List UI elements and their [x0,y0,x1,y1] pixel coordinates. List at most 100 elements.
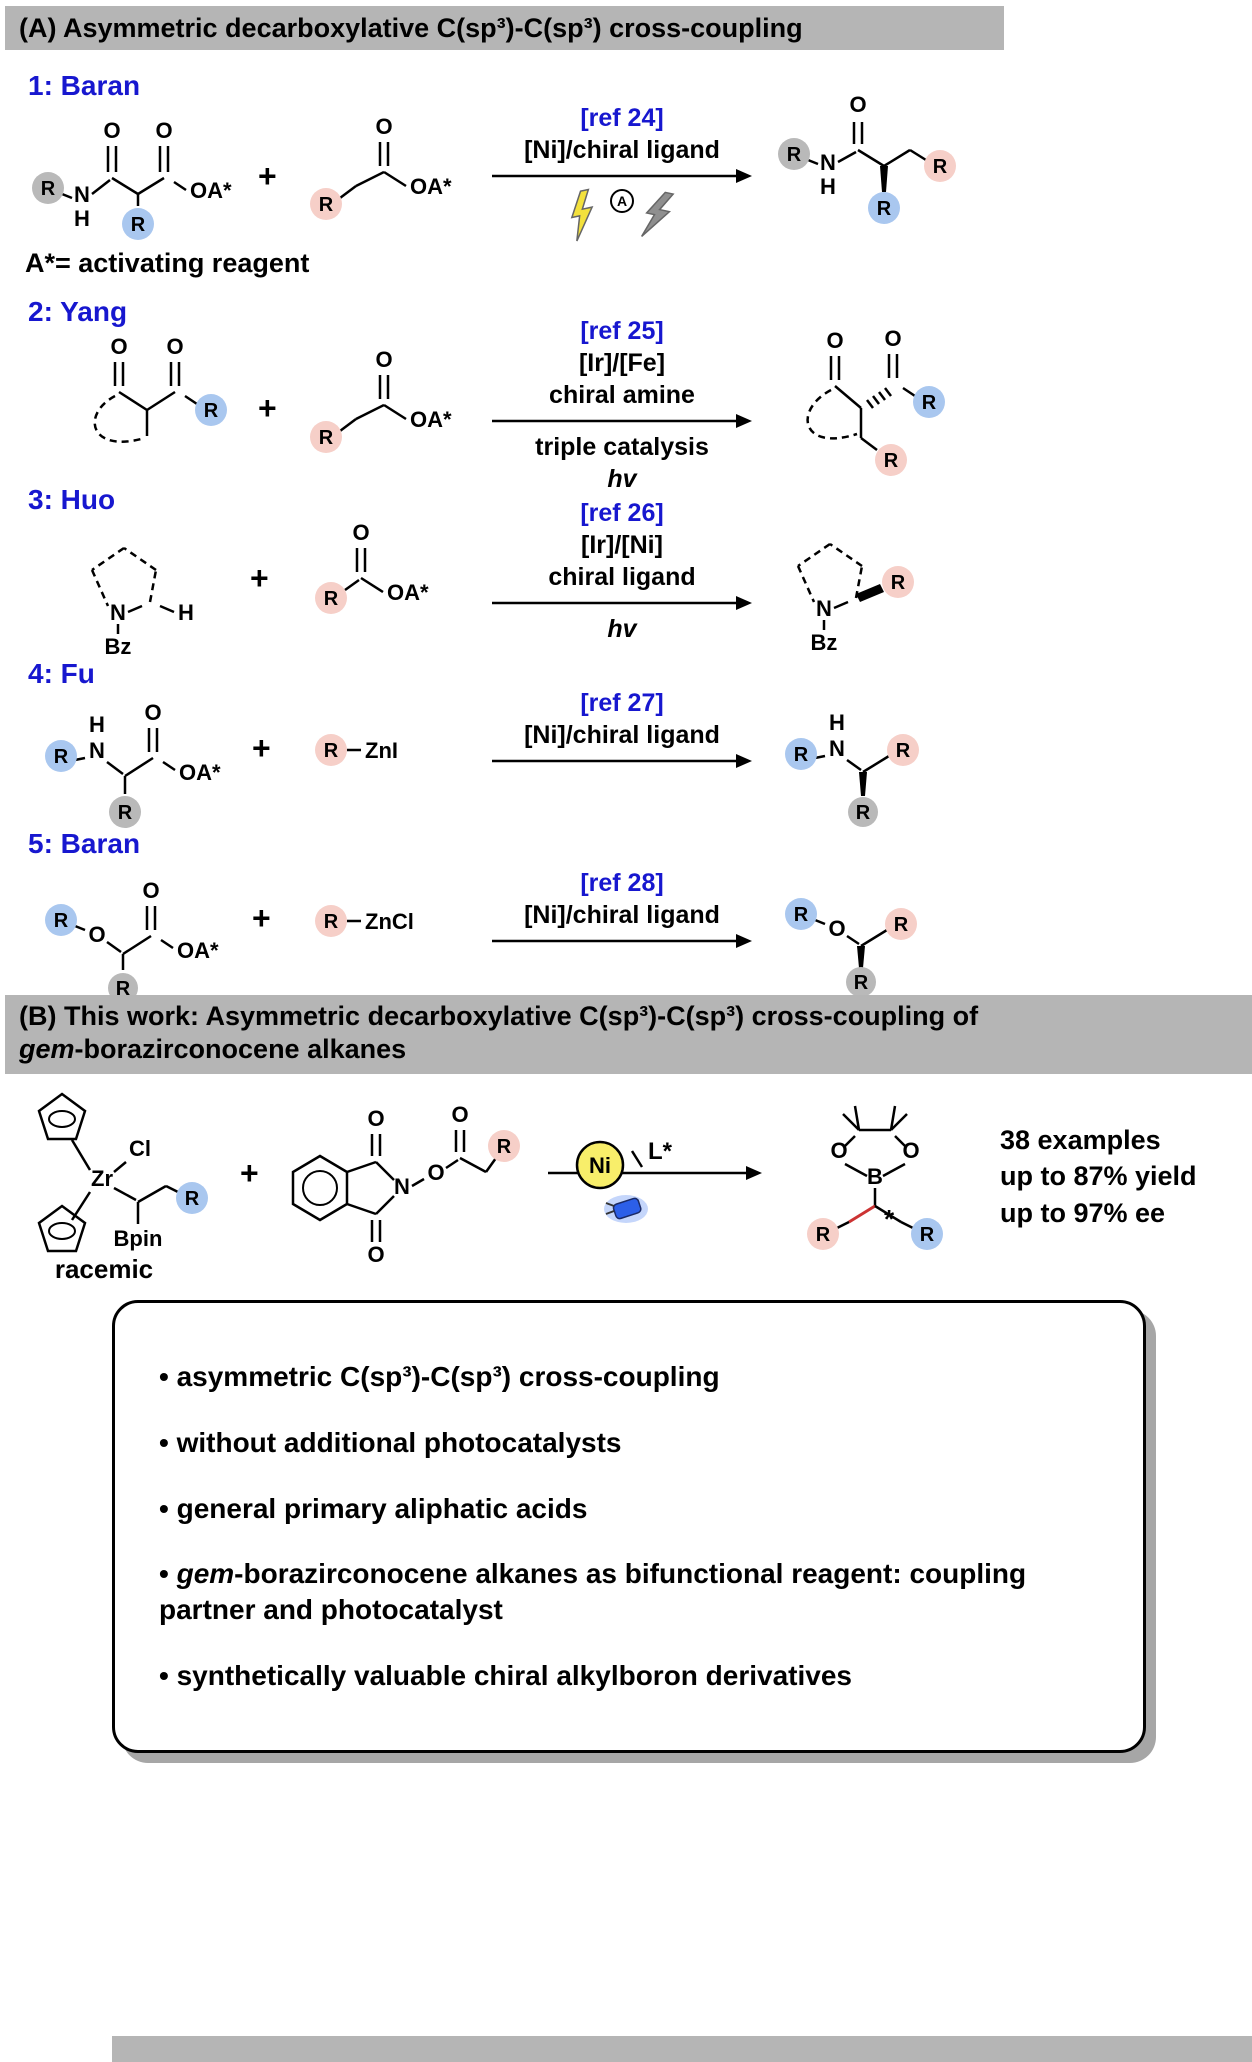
cp-ring-bottom [37,1204,87,1253]
entry4-substrate-structure: R H N O OA* R [45,700,221,828]
bullet-marker: • [159,1426,169,1458]
o-label: O [451,1102,468,1127]
r-group-pink: R [488,1130,520,1162]
yield-stat: up to 87% yield [1000,1161,1197,1192]
h-label: H [74,206,90,231]
r-label: R [816,1224,831,1246]
highlight-item: • asymmetric C(sp³)-C(sp³) cross-couplin… [159,1359,1099,1395]
o-label: O [110,334,127,359]
panel-a-title: (A) Asymmetric decarboxylative C(sp³)-C(… [19,13,803,43]
benzene-ring [291,1154,349,1222]
n-label: N [829,736,845,761]
bonds [836,1105,914,1230]
lightning-gray-icon [640,191,675,237]
b-label: B [867,1164,883,1189]
zr-label: Zr [91,1166,113,1191]
r-label: R [877,198,892,220]
oa-label: OA* [387,580,429,605]
plus-sign: + [250,560,269,596]
zncl-label: ZnCl [365,909,414,934]
results-summary: 38 examples up to 87% yield up to 97% ee [1000,1122,1250,1231]
entry5-substrate-structure: R O O OA* R [45,878,219,1003]
bz-label: Bz [811,630,838,655]
reaction-arrow [492,596,752,610]
r-label: R [896,740,911,762]
panel-b-title-line2: gem-borazirconocene alkanes [19,1033,1252,1066]
o-label: O [88,922,105,947]
entry-2-label: 2: Yang [28,296,128,327]
h-label: H [829,710,845,735]
ni-catalyst-icon: Ni [575,1140,625,1190]
r-group-blue: R [785,738,817,770]
o-label: O [884,326,901,351]
entry4-arrow-block: [ref 27] [Ni]/chiral ligand [492,688,752,770]
highlight-item: • gem-borazirconocene alkanes as bifunct… [159,1556,1099,1628]
r-group-blue: R [913,386,945,418]
entry5-product-structure: R O R R [785,898,917,997]
bonds [70,1139,179,1224]
entry-4-label: 4: Fu [28,658,95,689]
r-group-gray: R [846,967,876,997]
racemic-label: racemic [55,1254,153,1282]
r-label: R [884,450,899,472]
reaction-arrow [492,754,752,768]
r-group-pink: R [315,905,347,937]
h-label: H [820,174,836,199]
plus-sign: + [252,730,271,766]
r-label: R [324,588,339,610]
bonds [807,122,927,192]
highlight-text: -borazirconocene alkanes as bifunctional… [159,1558,1027,1626]
gem-italic: gem [176,1558,235,1590]
r-group-pink: R [310,188,342,220]
highlight-item: • without additional photocatalysts [159,1425,1099,1461]
bonds [74,906,174,970]
cl-label: Cl [129,1136,151,1161]
bonds [339,142,407,199]
r-group-pink: R [882,566,914,598]
lightning-yellow-icon [570,188,594,242]
r-label: R [794,744,809,766]
r-group-pink: R [315,734,347,766]
r-group-gray: R [109,796,141,828]
highlight-text: synthetically valuable chiral alkylboron… [176,1660,852,1692]
o-label: O [166,334,183,359]
r-label: R [894,914,909,936]
r-group-blue: R [122,208,154,240]
bz-label: Bz [105,634,132,659]
entry3-substrate-structure: N Bz H [90,546,194,659]
bonds [339,375,407,432]
r-group-pink: R [924,150,956,182]
plus-sign: + [252,900,271,936]
chiral-boronate-product-structure: O O B * R R [807,1105,943,1250]
entry3-product-structure: N Bz R [796,542,914,655]
r-group-blue: R [195,394,227,426]
r-label: R [118,802,133,824]
entry1-arrow-block: [ref 24] [Ni]/chiral ligand A [492,103,752,247]
oa-label: OA* [177,938,219,963]
bonds [796,542,884,630]
n-label: N [816,596,832,621]
nhpi-ester-structure: O O N O O R [291,1102,520,1267]
entry1-substrate-structure: R N H O O OA* R [32,118,232,240]
r-label: R [856,802,871,824]
bullet-marker: • [159,1492,169,1524]
r-label: R [324,740,339,762]
bonds [814,754,890,796]
r-label: R [794,904,809,926]
r-label: R [922,392,937,414]
r-label: R [787,144,802,166]
gem-italic: gem [19,1034,75,1064]
panel-b-title-line1: (B) This work: Asymmetric decarboxylativ… [19,1000,1252,1033]
ligand-label: L* [648,1138,673,1165]
entry-5-label: 5: Baran [28,828,141,859]
entry3-hv-label: hv [607,615,637,643]
o-label: O [826,328,843,353]
r-label: R [933,156,948,178]
r-group-pink: R [315,582,347,614]
o-label: O [427,1160,444,1185]
entry-3-label: 3: Huo [28,484,116,515]
bpin-label: Bpin [114,1226,163,1251]
entry4-product-structure: R H N R R [785,710,919,827]
o-label: O [375,347,392,372]
